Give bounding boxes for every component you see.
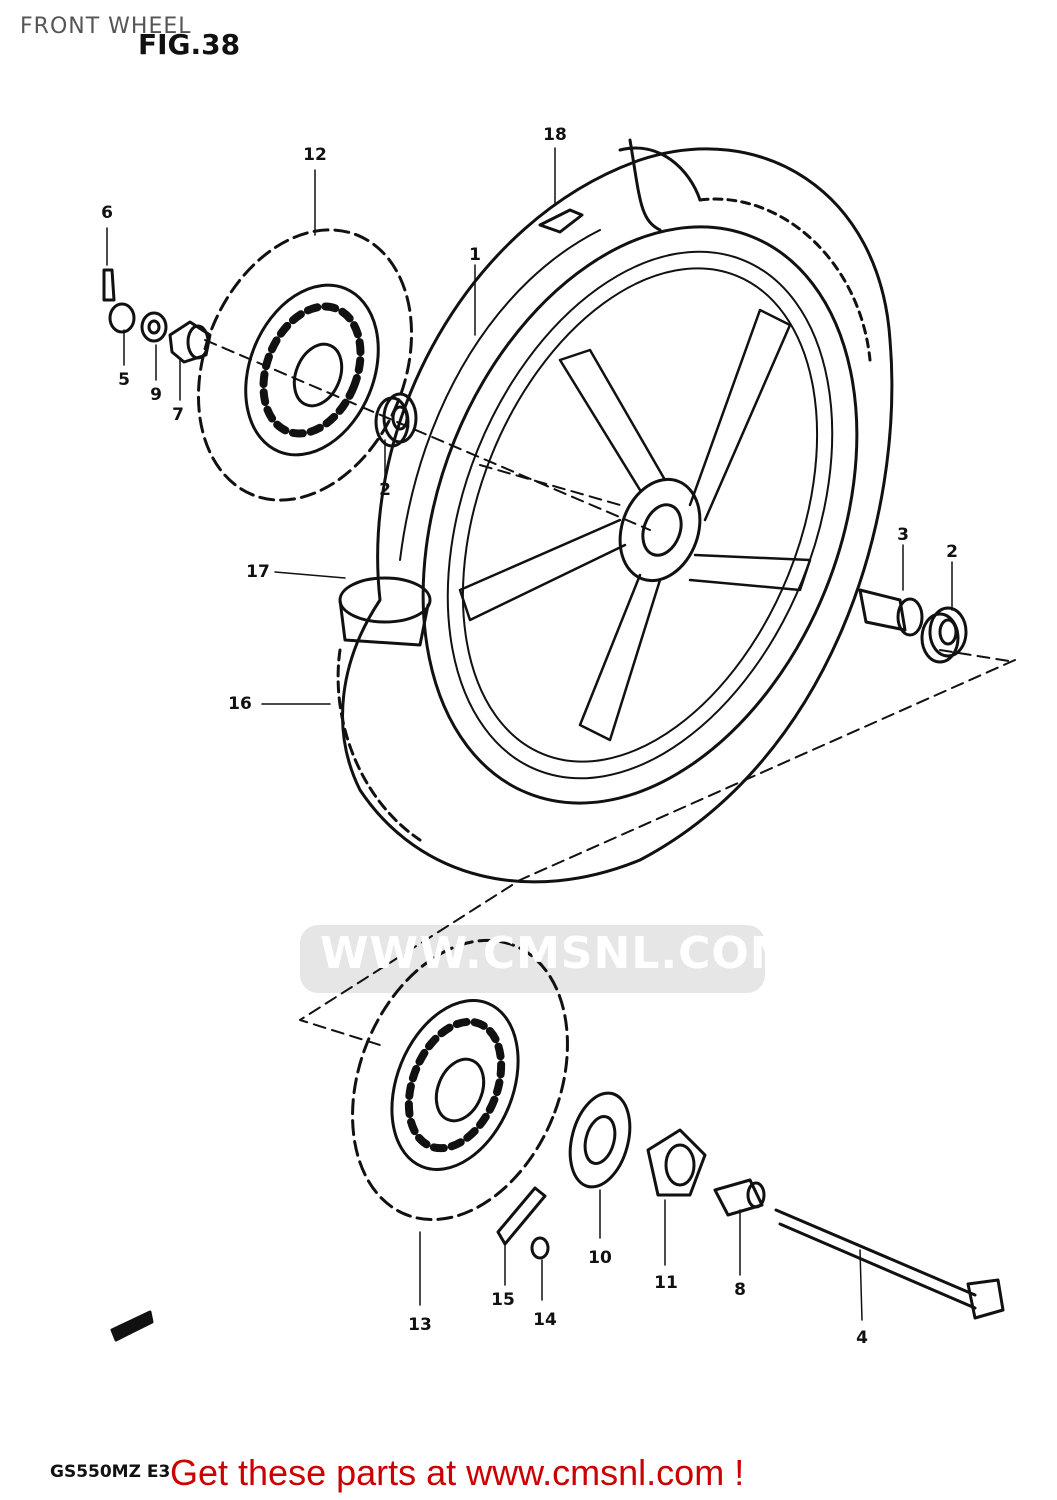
promo-link-text[interactable]: Get these parts at www.cmsnl.com ! bbox=[170, 1452, 745, 1493]
callout-6: 6 bbox=[101, 203, 113, 223]
axle-4 bbox=[774, 1208, 1005, 1320]
callout-17: 17 bbox=[246, 562, 270, 582]
valve-18 bbox=[538, 208, 584, 234]
page-title: FRONT WHEEL bbox=[20, 14, 192, 39]
washer-9 bbox=[140, 311, 168, 343]
callout-18: 18 bbox=[543, 125, 567, 145]
callout-11: 11 bbox=[654, 1273, 678, 1293]
callout-9: 9 bbox=[150, 385, 162, 405]
leader-lines bbox=[106, 147, 953, 1321]
nut-5 bbox=[108, 302, 136, 334]
figure-label: FIG.38 bbox=[138, 28, 241, 61]
callout-12: 12 bbox=[303, 145, 327, 165]
callout-13: 13 bbox=[408, 1315, 432, 1335]
spacer-3 bbox=[858, 588, 924, 637]
callout-2-upper: 2 bbox=[379, 480, 391, 500]
wheel-spokes bbox=[458, 308, 812, 742]
bearing-2-right bbox=[920, 606, 968, 664]
watermark-badge bbox=[300, 925, 765, 993]
callout-10: 10 bbox=[588, 1248, 612, 1268]
callout-5: 5 bbox=[118, 370, 130, 390]
callout-7: 7 bbox=[172, 405, 184, 425]
speedometer-gear-10 bbox=[568, 1091, 632, 1189]
bolt-6 bbox=[102, 268, 116, 302]
model-code: GS550MZ E3 bbox=[50, 1462, 171, 1482]
callout-4: 4 bbox=[856, 1328, 868, 1348]
callout-1: 1 bbox=[469, 245, 481, 265]
collar-8 bbox=[713, 1178, 766, 1217]
bearing-2-upper bbox=[374, 392, 418, 448]
callout-3: 3 bbox=[897, 525, 909, 545]
callout-2-right: 2 bbox=[946, 542, 958, 562]
assembly-lines bbox=[204, 339, 1016, 1046]
callout-14: 14 bbox=[533, 1310, 557, 1330]
wheel-hub bbox=[618, 477, 702, 583]
screw-14 bbox=[530, 1236, 550, 1260]
wheel-rim bbox=[421, 225, 859, 805]
watermark-text: WWW.CMSNL.COM bbox=[320, 928, 795, 979]
spacer-7 bbox=[168, 320, 212, 364]
front-direction-arrow-icon bbox=[110, 1310, 154, 1342]
brake-disc-upper bbox=[196, 228, 414, 502]
callout-15: 15 bbox=[491, 1290, 515, 1310]
brake-disc-lower bbox=[351, 938, 569, 1222]
rim-band-17 bbox=[338, 576, 432, 647]
tire bbox=[336, 138, 894, 884]
callout-16: 16 bbox=[228, 694, 252, 714]
callout-8: 8 bbox=[734, 1280, 746, 1300]
speedometer-gearbox-11 bbox=[646, 1128, 707, 1197]
lock-washer-15 bbox=[496, 1186, 547, 1246]
